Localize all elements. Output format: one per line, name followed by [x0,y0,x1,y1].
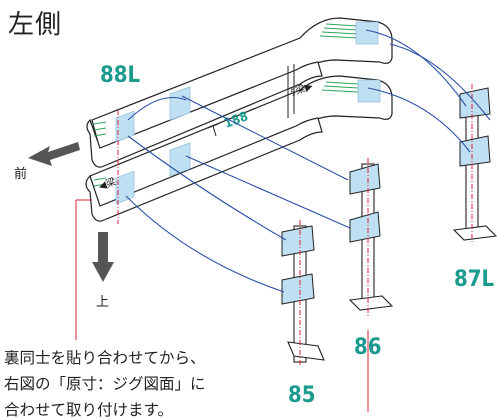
label-87l: 87L [454,267,495,292]
post-86 [348,158,394,412]
label-85: 85 [288,383,316,408]
green-fold-marks-top [93,23,359,137]
lower-tape: ﾀ梁▶ ◀梁 [85,75,393,222]
front-arrow-icon [28,142,80,166]
up-label: 上 [96,295,109,310]
label-88l: 88L [100,63,141,88]
note-line-3: 合わせて取り付けます。 [4,401,173,419]
front-label: 前 [14,166,27,182]
connector-lines [125,29,491,293]
note-line-1: 裏同士を貼り合わせてから、 [4,349,206,367]
page-title: 左側 [8,10,63,40]
post-87l [452,84,497,244]
upper-tape [86,17,393,168]
post-85 [281,220,325,366]
green-fold-marks-bottom [93,81,359,187]
label-86: 86 [354,335,382,360]
t-mark-icon [207,123,219,137]
up-arrow-icon [92,232,114,282]
note-line-2: 右図の「原寸：ジグ図面」に [4,375,206,393]
